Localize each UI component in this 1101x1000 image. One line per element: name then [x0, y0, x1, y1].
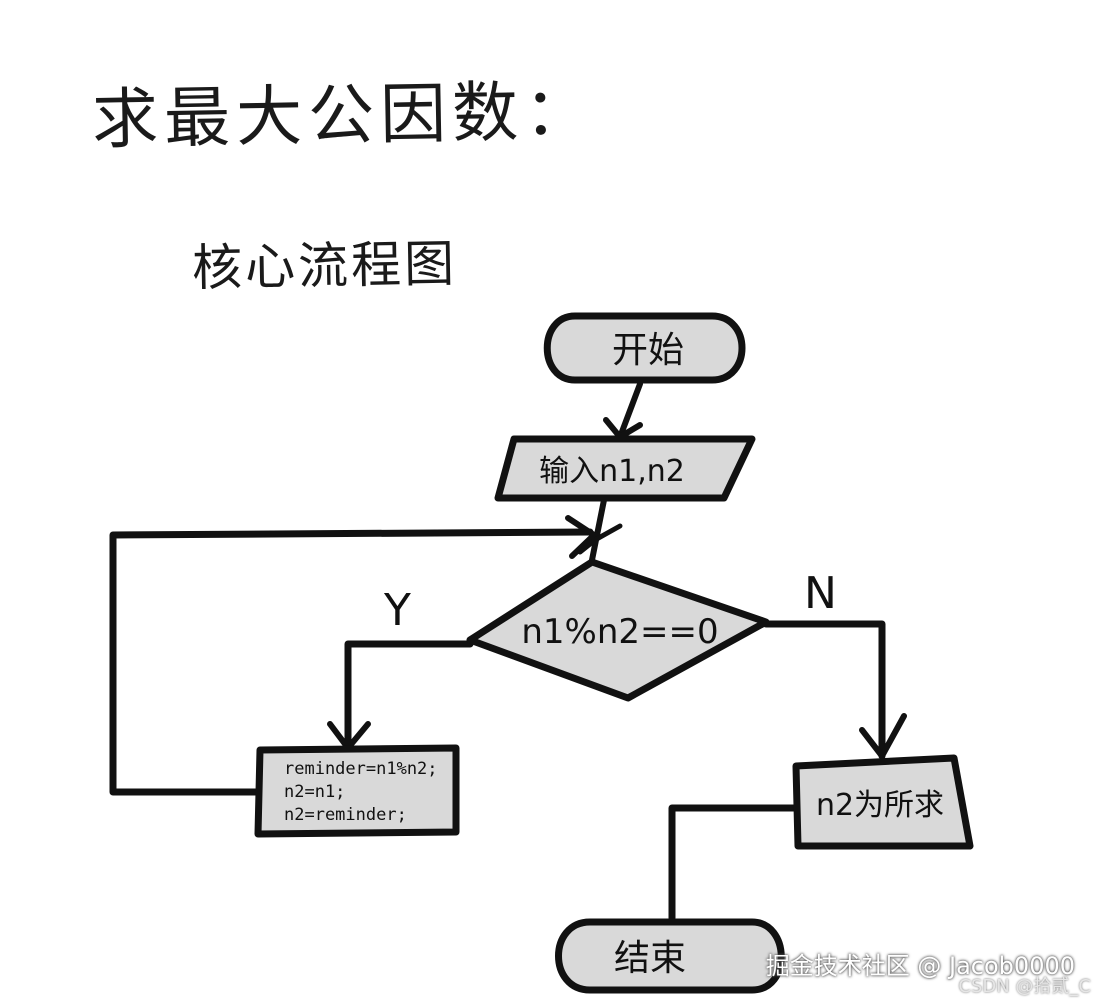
edge-condition-no	[762, 620, 907, 760]
end-node-label: 结束	[614, 938, 686, 979]
output-node: n2为所求	[792, 754, 974, 850]
edge-loop-back	[109, 515, 623, 796]
edge-condition-yes	[327, 640, 474, 752]
input-node: 输入n1,n2	[494, 435, 756, 502]
loop-body-line-3: n2=reminder;	[284, 805, 407, 825]
start-node-label: 开始	[612, 330, 684, 371]
input-node-label: 输入n1,n2	[539, 454, 685, 489]
yes-label: Y	[383, 585, 411, 636]
loop-body-line-1: reminder=n1%n2;	[284, 759, 438, 779]
edge-start-to-input	[603, 381, 643, 440]
loop-body-line-2: n2=n1;	[284, 782, 345, 802]
output-node-label: n2为所求	[816, 788, 944, 823]
edge-input-to-condition	[589, 497, 607, 563]
condition-node-label: n1%n2==0	[521, 612, 718, 652]
watermark-juejin: 掘金技术社区 @ Jacob0000	[765, 952, 1075, 980]
no-label: N	[804, 568, 837, 619]
condition-node: n1%n2==0	[466, 558, 770, 702]
start-node: 开始	[543, 312, 746, 384]
loop-body-node: reminder=n1%n2; n2=n1; n2=reminder;	[254, 744, 460, 838]
end-node: 结束	[555, 918, 785, 994]
edge-output-to-end	[668, 804, 800, 922]
watermark-csdn: CSDN @拾贰_C	[958, 976, 1091, 997]
